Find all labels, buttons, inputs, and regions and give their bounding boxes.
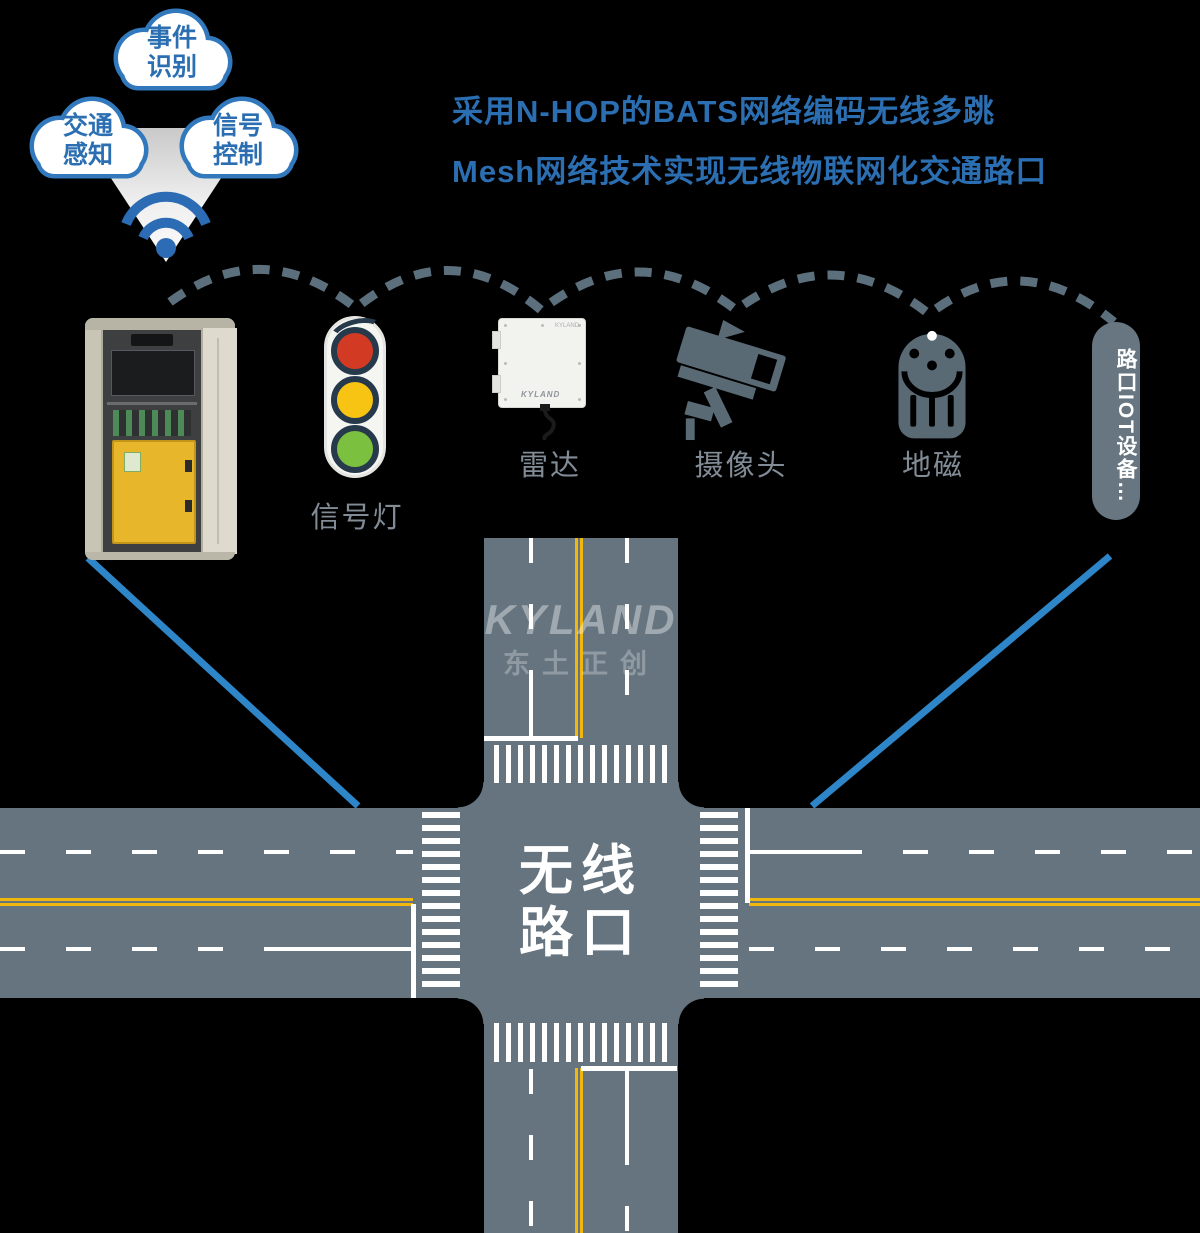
lane-line-south-right-dashed	[625, 1165, 629, 1233]
radar-cable	[540, 404, 556, 440]
cloud-signal-control: 信号 控制	[172, 94, 304, 184]
cloud-traffic-sensing: 交通 感知	[22, 94, 154, 184]
iot-devices-pill-label: 路口IOT设备…	[1114, 348, 1137, 504]
cabinet-door-seam	[217, 338, 219, 544]
center-yellow-line-north-2	[580, 538, 583, 738]
lane-line-south-left	[529, 1069, 533, 1233]
intersection-name-line2: 路口	[519, 903, 643, 963]
cloud-signal-line2: 控制	[212, 141, 263, 169]
center-yellow-line-east-1	[749, 898, 1200, 901]
mesh-dashed-arcs	[167, 264, 1117, 326]
control-cabinet-photo	[85, 318, 237, 560]
cloud-event-line1: 事件	[146, 24, 197, 52]
intersection-corner-nw	[458, 782, 484, 808]
center-yellow-line-north-1	[575, 538, 578, 738]
center-yellow-line-south-1	[575, 1068, 578, 1233]
crosswalk-east	[700, 812, 738, 994]
intersection-name: 无线 路口	[484, 840, 678, 964]
cloud-traffic-text: 交通 感知	[22, 112, 154, 170]
cabinet-left-frame	[85, 330, 103, 552]
wifi-icon	[118, 186, 214, 258]
cabinet-interior	[103, 330, 201, 552]
cabinet-circuit-cards	[113, 410, 191, 436]
cabinet-rack-rail	[107, 402, 197, 405]
lane-line-north-left-solid	[529, 683, 533, 737]
radar-brand-logo: KYLAND	[521, 390, 561, 399]
intersection-corner-se	[678, 998, 704, 1024]
lane-line-north-right	[625, 538, 629, 736]
lane-line-east-top-dashed	[862, 850, 1200, 854]
cloud-traffic-line2: 感知	[62, 141, 113, 169]
page-title-line2: Mesh网络技术实现无线物联网化交通路口	[452, 154, 1048, 189]
cabinet-bottom-frame	[85, 552, 235, 560]
lane-line-west-bottom-solid	[288, 947, 413, 951]
left-link-line	[85, 555, 361, 809]
lane-line-west-top	[0, 850, 413, 854]
crosswalk-west	[422, 812, 460, 994]
radar-screws	[504, 324, 507, 327]
intersection-corner-ne	[678, 782, 704, 808]
traffic-light-label: 信号灯	[310, 502, 404, 534]
cloud-signal-text: 信号 控制	[172, 112, 304, 170]
cabinet-yellow-box	[112, 440, 196, 544]
stop-line-south	[581, 1066, 677, 1071]
traffic-light-yellow	[331, 376, 379, 424]
cabinet-yellow-box-sticker	[124, 452, 141, 472]
stop-line-west	[411, 904, 416, 998]
cabinet-screen	[111, 350, 195, 396]
crosswalk-south	[494, 1023, 668, 1062]
cabinet-hinge	[185, 500, 192, 512]
lane-line-north-left-dashed	[529, 538, 533, 685]
center-yellow-line-west-1	[0, 898, 413, 901]
cloud-event-text: 事件 识别	[106, 24, 238, 82]
cabinet-hinge	[185, 460, 192, 472]
lane-line-east-bottom	[749, 947, 1200, 951]
cloud-traffic-line1: 交通	[62, 112, 113, 140]
radar-label: 雷达	[518, 450, 581, 482]
intersection-name-line1: 无线	[519, 841, 643, 901]
cabinet-fan-unit	[131, 334, 173, 346]
lane-line-east-top-solid	[749, 850, 862, 854]
cabinet-open-door	[201, 328, 237, 554]
iot-devices-pill: 路口IOT设备…	[1092, 322, 1140, 520]
crosswalk-north	[494, 745, 668, 783]
cloud-event-line2: 识别	[146, 53, 197, 81]
center-yellow-line-south-2	[580, 1068, 583, 1233]
traffic-light-icon	[324, 316, 386, 478]
camera-label: 摄像头	[694, 450, 788, 482]
watermark-chinese: 东土正创	[503, 649, 659, 679]
geomagnetic-label: 地磁	[901, 450, 964, 482]
lane-line-south-right-solid	[625, 1068, 629, 1165]
traffic-light-green	[331, 425, 379, 473]
page-title-line1: 采用N-HOP的BATS网络编码无线多跳	[452, 94, 995, 129]
stop-line-north	[484, 736, 578, 741]
radar-device: KYLAND KYLAND	[492, 318, 586, 408]
intersection-corner-sw	[458, 998, 484, 1024]
stop-line-east	[745, 808, 750, 903]
cloud-signal-line1: 信号	[212, 112, 263, 140]
geomagnetic-sensor-icon	[896, 322, 968, 473]
radar-brand-top: KYLAND	[554, 323, 579, 329]
center-yellow-line-east-2	[749, 903, 1200, 906]
lane-line-west-bottom-dashed	[0, 947, 290, 951]
cloud-event-recognition: 事件 识别	[106, 6, 238, 96]
traffic-light-red	[331, 327, 379, 375]
center-yellow-line-west-2	[0, 903, 413, 906]
right-link-line	[809, 553, 1113, 809]
watermark-brand: KYLAND	[484, 596, 678, 643]
camera-icon	[676, 316, 794, 453]
